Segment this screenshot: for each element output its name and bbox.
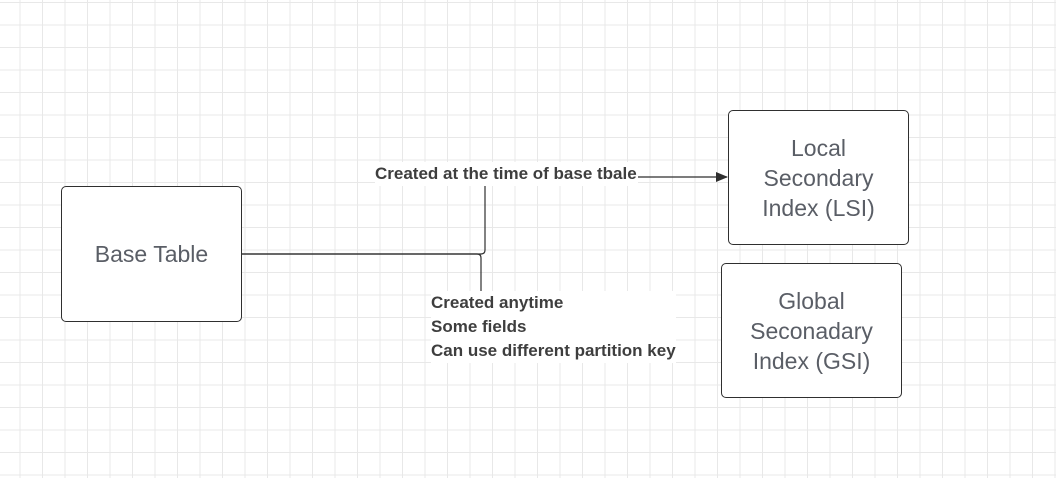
base-table-node[interactable]: Base Table xyxy=(61,186,242,322)
gsi-edge-label: Created anytime Some fields Can use diff… xyxy=(431,291,676,363)
gsi-node[interactable]: Global Seconadary Index (GSI) xyxy=(721,263,902,398)
lsi-node[interactable]: Local Secondary Index (LSI) xyxy=(728,110,909,245)
connector-base-to-gsi xyxy=(242,253,482,295)
gsi-edge-label-line: Can use different partition key xyxy=(431,341,676,360)
lsi-label: Local Secondary Index (LSI) xyxy=(762,134,875,221)
gsi-label: Global Seconadary Index (GSI) xyxy=(750,287,873,374)
connector-base-to-lsi xyxy=(242,172,728,255)
gsi-edge-label-line: Created anytime xyxy=(431,293,564,312)
lsi-edge-label: Created at the time of base tbale xyxy=(375,162,638,186)
gsi-edge-label-line: Some fields xyxy=(431,317,527,336)
base-table-label: Base Table xyxy=(94,241,209,267)
